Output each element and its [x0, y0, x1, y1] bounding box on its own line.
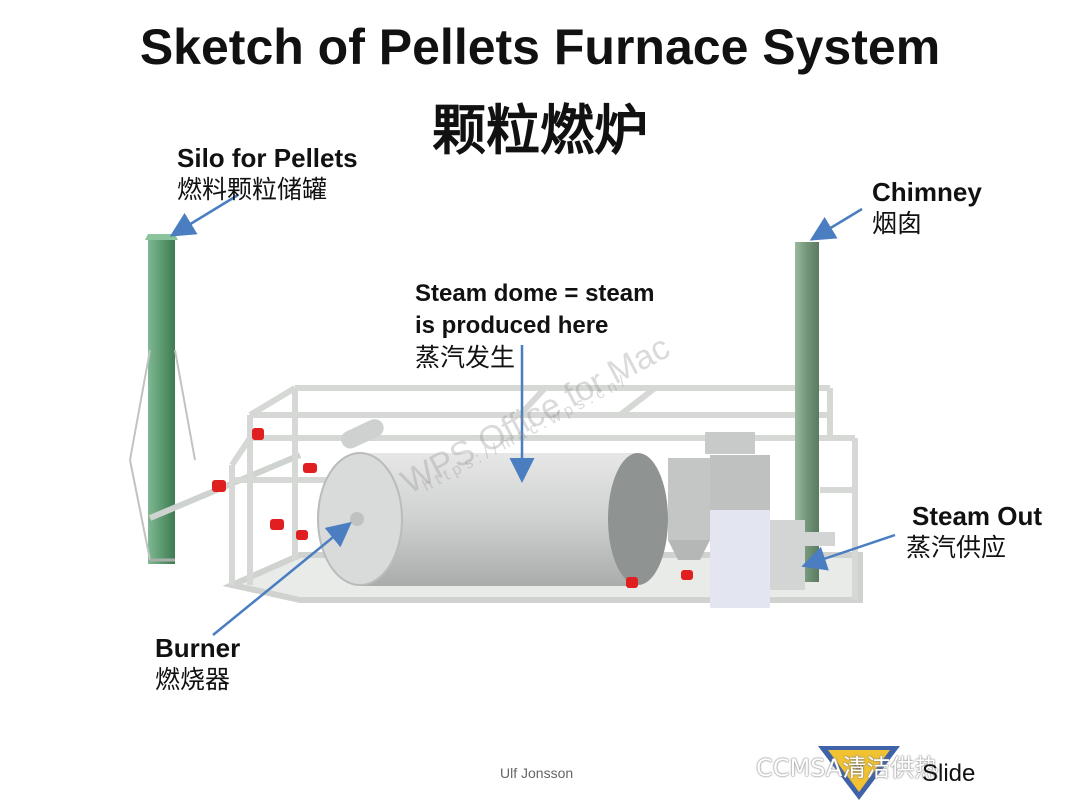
steam-out-label-en: Steam Out: [912, 501, 1043, 531]
boiler-tank: [317, 419, 668, 586]
silo-label-en: Silo for Pellets: [177, 143, 358, 173]
silo: [129, 234, 302, 564]
silo-label-cn: 燃料颗粒储罐: [177, 175, 328, 204]
steam-dome-cn: 蒸汽发生: [415, 343, 516, 372]
steam-dome-label: Steam dome = steam is produced here 蒸汽发生: [415, 278, 654, 374]
heat-exchanger: [668, 432, 770, 608]
steam-out-label-cn: 蒸汽供应: [906, 533, 1007, 562]
company-logo: AB: [818, 746, 900, 800]
logo-text: AB: [852, 762, 864, 772]
valves: [212, 428, 693, 588]
silo-label: Silo for Pellets 燃料颗粒储罐: [177, 142, 358, 206]
slide-title: Sketch of Pellets Furnace System: [139, 19, 941, 75]
chimney-arrow: [809, 207, 863, 241]
chimney-label-en: Chimney: [872, 177, 982, 207]
burner-label: Burner 燃烧器: [155, 632, 240, 696]
burner-label-en: Burner: [155, 633, 241, 663]
steam-dome-line1: Steam dome = steam: [415, 280, 655, 307]
silo-arrow: [169, 193, 239, 237]
steam-dome-line2: is produced here: [415, 312, 609, 339]
burner-arrow: [212, 521, 352, 636]
arrows: [169, 193, 896, 636]
chimney-label-cn: 烟囱: [872, 209, 923, 238]
steam-out-label: Steam Out 蒸汽供应: [906, 500, 1043, 564]
steam-out-arrow: [801, 533, 896, 571]
wechat-watermark: CCMSA清洁供热: [756, 754, 939, 782]
chimney-label: Chimney 烟囱: [872, 176, 982, 240]
slide-title-chinese: 颗粒燃炉: [432, 99, 648, 162]
author-footer: Ulf Jonsson: [500, 765, 574, 781]
burner-label-cn: 燃烧器: [155, 665, 231, 694]
slide-footer: Slide: [922, 760, 976, 787]
chimney: [770, 242, 835, 590]
